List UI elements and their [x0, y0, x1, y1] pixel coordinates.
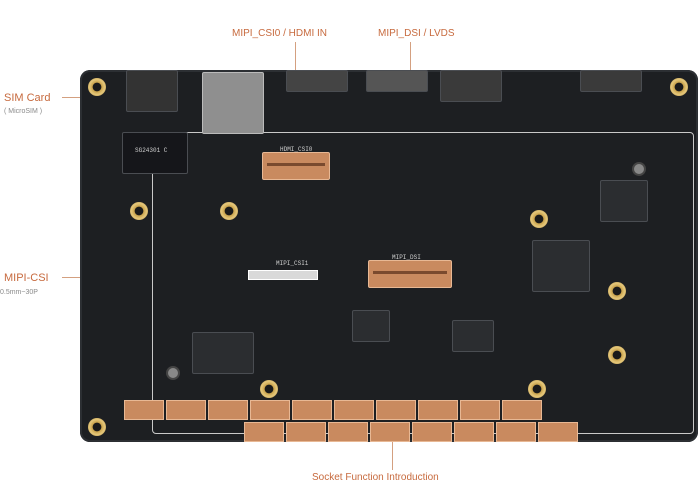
mipi-csi-label: MIPI-CSI — [4, 272, 49, 284]
socket-leader-line — [392, 440, 393, 470]
top-right-port — [580, 70, 642, 92]
socket-block — [538, 422, 578, 442]
socket-row-lower — [244, 422, 578, 442]
socket-block — [166, 400, 206, 420]
capacitor — [632, 162, 646, 176]
circuit-board: SG24301 C HDMI_CSI0 MIPI_DSI MIPI_CSI1 — [80, 70, 698, 442]
mounting-hole-top-right — [670, 78, 688, 96]
mounting-hole-bottom-left — [88, 418, 106, 436]
mipi-csi0-label: MIPI_CSI0 / HDMI IN — [232, 28, 328, 39]
modem-chip: SG24301 C — [122, 132, 188, 174]
socket-block — [496, 422, 536, 442]
ethernet-port — [126, 70, 178, 112]
regulator-chip — [192, 332, 254, 374]
sim-card-label: SIM Card — [4, 92, 51, 104]
mipi-dsi-connector — [368, 260, 452, 288]
mounting-hole-mid-2 — [220, 202, 238, 220]
socket-block — [370, 422, 410, 442]
audio-port — [440, 70, 502, 102]
controller-chip — [600, 180, 648, 222]
sim-card-sublabel: ( MicroSIM ) — [4, 108, 43, 115]
mounting-hole-mid-5 — [608, 282, 626, 300]
mipi-csi1-silkscreen: MIPI_CSI1 — [276, 260, 309, 267]
socket-block — [502, 400, 542, 420]
capacitor — [166, 366, 180, 380]
mipi-csi0-connector — [262, 152, 330, 180]
usb-port — [366, 70, 428, 92]
modem-chip-silkscreen: SG24301 C — [135, 147, 168, 154]
mipi-csi0-silkscreen: HDMI_CSI0 — [280, 146, 313, 153]
mipi-csi-slot — [248, 270, 318, 280]
socket-block — [292, 400, 332, 420]
mounting-hole-mid-6 — [608, 346, 626, 364]
socket-block — [328, 422, 368, 442]
mipi-csi-sublabel: 0.5mm~30P — [0, 289, 38, 296]
mipi-dsi-label: MIPI_DSI / LVDS — [378, 28, 455, 39]
socket-block — [376, 400, 416, 420]
mounting-hole-mid-1 — [130, 202, 148, 220]
socket-block — [250, 400, 290, 420]
socket-block — [208, 400, 248, 420]
mounting-hole-mid-7 — [528, 380, 546, 398]
socket-block — [124, 400, 164, 420]
soc-chip — [352, 310, 390, 342]
mounting-hole-top-left — [88, 78, 106, 96]
socket-block — [412, 422, 452, 442]
socket-block — [454, 422, 494, 442]
hdmi-port — [286, 70, 348, 92]
socket-row-upper — [124, 400, 542, 420]
mounting-hole-mid-4 — [530, 210, 548, 228]
socket-block — [460, 400, 500, 420]
memory-chip — [532, 240, 590, 292]
socket-block — [418, 400, 458, 420]
mipi-dsi-silkscreen: MIPI_DSI — [392, 254, 421, 261]
socket-block — [286, 422, 326, 442]
socket-block — [244, 422, 284, 442]
logic-chip — [452, 320, 494, 352]
socket-block — [334, 400, 374, 420]
socket-function-label: Socket Function Introduction — [312, 472, 439, 483]
mounting-hole-mid-3 — [260, 380, 278, 398]
sim-card-slot — [202, 72, 264, 134]
